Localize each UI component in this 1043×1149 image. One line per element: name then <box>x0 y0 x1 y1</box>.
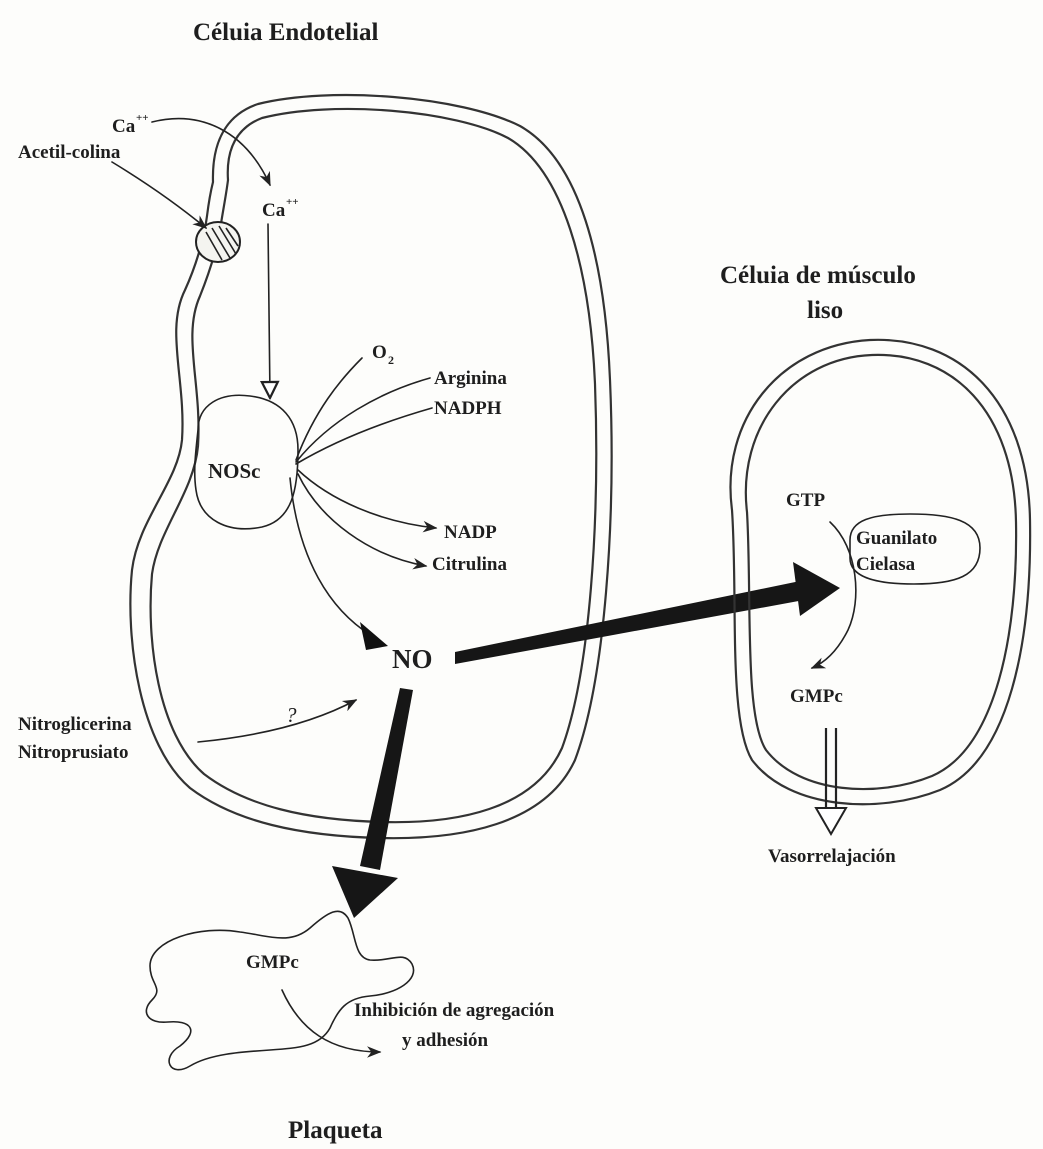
ca-outside-label: Ca <box>112 116 136 137</box>
guanylate-cyclase-label-line2: Cielasa <box>856 554 916 575</box>
ca-inside-label: Ca <box>262 200 286 221</box>
nadph-label: NADPH <box>434 398 502 419</box>
smooth-muscle-cell-title-line2: liso <box>807 297 843 324</box>
inhibition-label-line1: Inhibición de agregación <box>354 1000 555 1021</box>
o2-input-line <box>296 358 362 460</box>
endothelial-cell-title: Céluia Endotelial <box>193 19 378 46</box>
no-production-arrowhead <box>360 622 388 650</box>
citrulline-label: Citrulina <box>432 554 507 575</box>
platelet-outline <box>146 911 413 1069</box>
smooth-muscle-cell-title-line1: Céluia de músculo <box>720 262 916 289</box>
citrulline-output-arrow <box>298 474 426 566</box>
o2-label: O <box>372 342 387 363</box>
acetylcholine-arrow <box>112 162 206 228</box>
no-production-arrow <box>290 478 372 636</box>
platelet-title: Plaqueta <box>288 1117 383 1144</box>
smooth-muscle-cgmp-label: GMPc <box>790 686 843 707</box>
nitroglycerin-label: Nitroglicerina <box>18 714 132 735</box>
cgmp-to-vasorelaxation-arrow <box>816 728 846 834</box>
vasorelaxation-label: Vasorrelajación <box>768 846 896 867</box>
nosc-label: NOSc <box>208 459 261 483</box>
ca-influx-arrow <box>152 119 270 185</box>
nitro-compounds-arrow <box>198 700 356 742</box>
unknown-mechanism-mark: ? <box>286 703 297 727</box>
guanylate-cyclase-label-line1: Guanilato <box>856 528 937 549</box>
o2-subscript: 2 <box>388 353 394 367</box>
ca-to-nosc-arrow <box>268 224 270 398</box>
receptor-icon <box>196 222 240 262</box>
no-to-smooth-muscle-arrow <box>455 562 840 664</box>
nitroprusside-label: Nitroprusiato <box>18 742 128 763</box>
ca-outside-charge: ++ <box>136 112 149 124</box>
ca-inside-charge: ++ <box>286 196 299 208</box>
no-label: NO <box>392 644 433 674</box>
inhibition-label-line2: y adhesión <box>402 1030 488 1051</box>
arginine-label: Arginina <box>434 368 507 389</box>
endothelial-cell-membrane <box>130 95 611 838</box>
no-to-platelet-arrow <box>332 688 413 918</box>
nadp-output-arrow <box>298 470 436 528</box>
gtp-label: GTP <box>786 490 825 511</box>
platelet-cgmp-label: GMPc <box>246 952 299 973</box>
nadp-label: NADP <box>444 522 497 543</box>
acetylcholine-label: Acetil-colina <box>18 142 121 163</box>
arginine-input-line <box>296 378 430 462</box>
